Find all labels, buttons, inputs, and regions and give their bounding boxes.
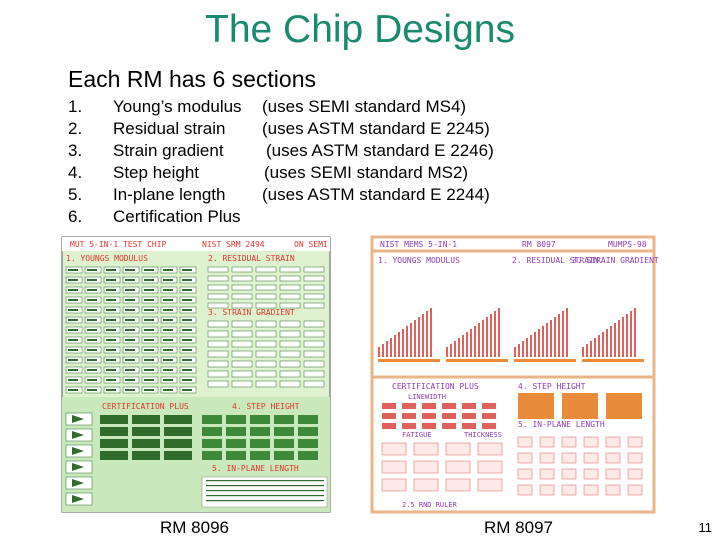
- rm-8096-caption: RM 8096: [160, 518, 229, 537]
- section-name: Strain gradient: [113, 141, 224, 160]
- certification-structures: [65, 412, 318, 506]
- chip-8096-youngs-label: 1. YOUNGS MODULUS: [66, 254, 148, 263]
- chip-8096-header-3: ON SEMI: [294, 240, 328, 249]
- chip-8096-gradient-label: 3. STRAIN GRADIENT: [208, 308, 295, 317]
- certification-structures: [381, 393, 643, 496]
- section-standard: (uses SEMI standard MS2): [264, 163, 469, 182]
- chip-8097-fatigue-label: FATIGUE: [402, 431, 432, 439]
- rm-8096-chip-image: MUT 5-IN-1 TEST CHIP NIST SRM 2494 ON SE…: [61, 236, 331, 513]
- chip-8097-header-1: NIST MEMS 5-IN-1: [380, 240, 457, 249]
- section-number: 2.: [68, 119, 83, 138]
- section-standard: (uses ASTM standard E 2246): [266, 141, 494, 160]
- chip-8096-header-2: NIST SRM 2494: [202, 240, 265, 249]
- residual-strain-structures: [207, 266, 325, 388]
- chip-8097-residual-label: 2. RESIDUAL STRAIN: [512, 256, 599, 265]
- chip-8097-gradient-label: 3. STRAIN GRADIENT: [572, 256, 659, 265]
- chip-8096-header-1: MUT 5-IN-1 TEST CHIP: [70, 240, 167, 249]
- youngs-modulus-structures: [65, 266, 197, 394]
- chip-8097-step-label: 4. STEP HEIGHT: [518, 382, 586, 391]
- chip-8097-inplane-label: 5. IN-PLANE LENGTH: [518, 420, 605, 429]
- rm-8097-caption: RM 8097: [484, 518, 553, 537]
- section-number: 5.: [68, 185, 83, 204]
- section-name: Step height: [113, 163, 200, 182]
- section-name: Certification Plus: [113, 207, 241, 226]
- section-number: 6.: [68, 207, 83, 226]
- chip-8097-header-3: MUMPS-98: [608, 240, 647, 249]
- chip-8097-thickness-label: THICKNESS: [464, 431, 502, 439]
- chip-8097-ruler-label: 2.5 RND RULER: [402, 501, 458, 509]
- section-number: 1.: [68, 97, 83, 116]
- chip-8097-cert-label: CERTIFICATION PLUS: [392, 382, 479, 391]
- chip-8096-cert-label: CERTIFICATION PLUS: [102, 402, 189, 411]
- chip-8096-step-label: 4. STEP HEIGHT: [232, 402, 300, 411]
- slide-title: The Chip Designs: [205, 8, 515, 51]
- section-standard: (uses SEMI standard MS4): [262, 97, 467, 116]
- section-number: 3.: [68, 141, 83, 160]
- section-standard: (uses ASTM standard E 2245): [262, 119, 490, 138]
- rm-8097-chip-image: NIST MEMS 5-IN-1 RM 8097 MUMPS-98 1. YOU…: [370, 235, 659, 514]
- section-name: In-plane length: [113, 185, 226, 204]
- section-name: Young’s modulus: [113, 97, 242, 116]
- slide-subtitle: Each RM has 6 sections: [68, 66, 317, 92]
- youngs-modulus-structures: [378, 308, 644, 362]
- section-standard: (uses ASTM standard E 2244): [262, 185, 490, 204]
- section-number: 4.: [68, 163, 83, 182]
- page-number: 11: [698, 520, 713, 535]
- chip-8096-inplane-label: 5. IN-PLANE LENGTH: [212, 464, 299, 473]
- chip-8096-residual-label: 2. RESIDUAL STRAIN: [208, 254, 295, 263]
- chip-8097-youngs-label: 1. YOUNGS MODULUS: [378, 256, 460, 265]
- chip-8097-header-2: RM 8097: [522, 240, 556, 249]
- chip-8097-linewidth-label: LINEWIDTH: [408, 393, 446, 401]
- in-plane-length-structures: [206, 480, 324, 502]
- section-name: Residual strain: [113, 119, 226, 138]
